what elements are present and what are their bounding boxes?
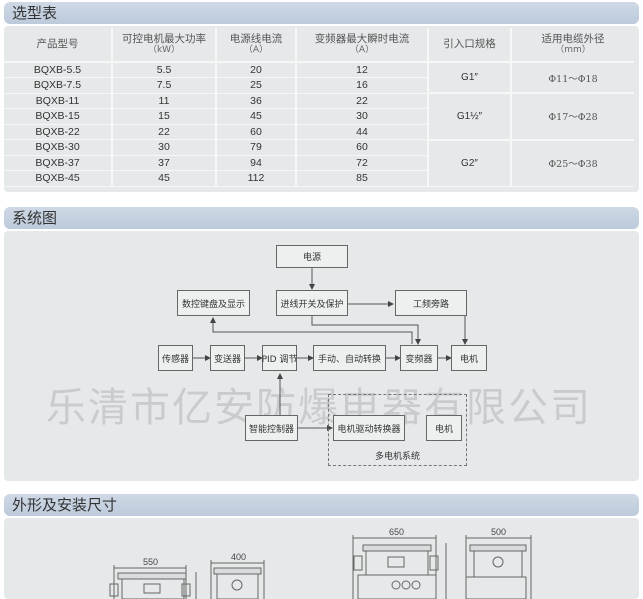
box-manual-auto: 手动、自动转换 bbox=[313, 345, 386, 371]
cable-cell: Φ17～Φ28 bbox=[511, 93, 634, 141]
inlet-cell: G2″ bbox=[428, 139, 512, 187]
col-line-current: 电源线电流（A） bbox=[216, 28, 297, 63]
box-motor-2: 电机 bbox=[426, 415, 462, 441]
table-row: BQXB-37 37 94 72 bbox=[4, 155, 634, 171]
box-smart-controller: 智能控制器 bbox=[245, 415, 298, 441]
table-row: BQXB-45 45 112 85 bbox=[4, 170, 634, 187]
multi-motor-label: 多电机系统 bbox=[375, 452, 421, 462]
dim-width-650: 650 bbox=[389, 527, 405, 537]
selection-table: 产品型号 可控电机最大功率（kW） 电源线电流（A） 变频器最大瞬时电流（A） … bbox=[4, 28, 634, 187]
dimensions-header: 外形及安装尺寸 bbox=[4, 494, 639, 516]
box-bypass: 工频旁路 bbox=[395, 290, 467, 316]
inlet-cell: G1½″ bbox=[428, 93, 512, 141]
col-cable: 适用电缆外径（mm） bbox=[511, 28, 634, 63]
table-row: BQXB-30 30 79 60 G2″ Φ25～Φ38 bbox=[4, 139, 634, 187]
table-row: BQXB-22 22 60 44 bbox=[4, 124, 634, 140]
table-row: BQXB-11 11 36 22 G1½″ Φ17～Φ28 bbox=[4, 93, 634, 141]
cable-cell: Φ25～Φ38 bbox=[511, 139, 634, 187]
box-motor: 电机 bbox=[451, 345, 487, 371]
selection-table-header: 选型表 bbox=[4, 2, 639, 24]
col-model: 产品型号 bbox=[4, 28, 113, 63]
multi-motor-group bbox=[328, 394, 467, 466]
box-inverter: 变频器 bbox=[400, 345, 438, 371]
box-sensor: 传感器 bbox=[158, 345, 193, 371]
system-diagram-header: 系统图 bbox=[4, 207, 639, 229]
table-row: BQXB-7.5 7.5 25 16 bbox=[4, 77, 634, 94]
box-pid: PID 调节 bbox=[262, 345, 297, 371]
cable-cell: Φ11～Φ18 bbox=[511, 62, 634, 94]
box-keyboard-display: 数控键盘及显示 bbox=[177, 290, 250, 316]
selection-table-title: 选型表 bbox=[12, 4, 58, 22]
inlet-cell: G1″ bbox=[428, 62, 512, 94]
company-watermark: 乐清市亿安防爆电器有限公司 bbox=[46, 385, 592, 431]
system-diagram-title: 系统图 bbox=[12, 209, 58, 227]
dim-width-550: 550 bbox=[143, 557, 159, 567]
box-switch-protection: 进线开关及保护 bbox=[276, 290, 348, 316]
table-row: BQXB-15 15 45 30 bbox=[4, 108, 634, 125]
box-transmitter: 变送器 bbox=[210, 345, 245, 371]
table-header-row: 产品型号 可控电机最大功率（kW） 电源线电流（A） 变频器最大瞬时电流（A） … bbox=[4, 28, 634, 63]
dim-depth-400: 400 bbox=[231, 552, 247, 562]
col-inverter-current: 变频器最大瞬时电流（A） bbox=[296, 28, 429, 63]
col-inlet: 引入口规格 bbox=[428, 28, 512, 63]
box-motor-drive-converter: 电机驱动转换器 bbox=[333, 415, 405, 441]
box-power: 电源 bbox=[276, 245, 348, 268]
col-power: 可控电机最大功率（kW） bbox=[112, 28, 217, 63]
dimensions-title: 外形及安装尺寸 bbox=[12, 496, 118, 514]
dim-depth-500: 500 bbox=[491, 527, 507, 537]
table-row: BQXB-5.5 5.5 20 12 G1″ Φ11～Φ18 bbox=[4, 62, 634, 94]
